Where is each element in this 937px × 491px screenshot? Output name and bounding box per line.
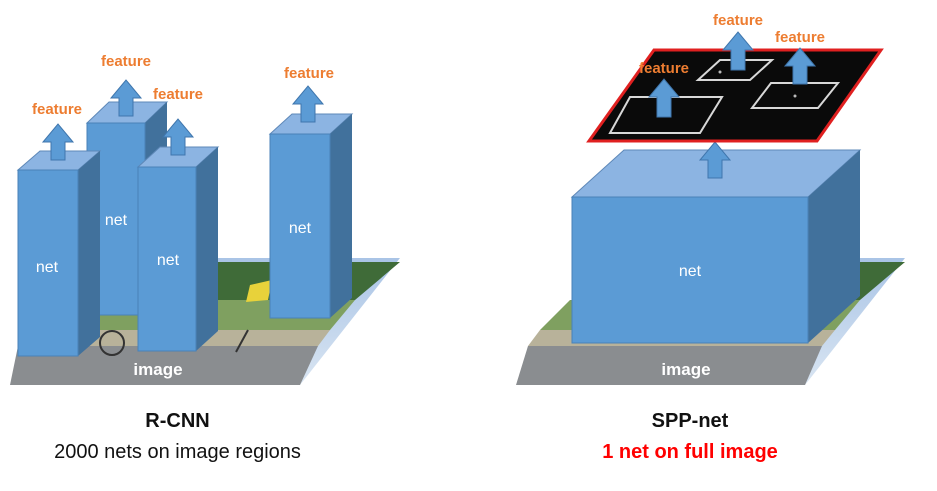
- rcnn-net-label-4: net: [289, 220, 312, 237]
- rcnn-net-box-4: net: [268, 113, 354, 319]
- rcnn-image-label: image: [133, 360, 182, 379]
- sppnet-feature-label-3: feature: [775, 29, 825, 46]
- rcnn-feature-label-4: feature: [284, 65, 334, 82]
- up-arrow-icon: [698, 141, 732, 179]
- sppnet-net-label: net: [679, 263, 702, 280]
- rcnn-net-label-2: net: [105, 212, 128, 229]
- sppnet-subtitle: 1 net on full image: [602, 441, 778, 463]
- sppnet-image-label: image: [661, 360, 710, 379]
- sppnet-feature-label-1: feature: [639, 60, 689, 77]
- rcnn-subtitle: 2000 nets on image regions: [54, 441, 301, 463]
- rcnn-net-box-3: net: [136, 146, 220, 352]
- up-arrow-icon: [109, 79, 143, 117]
- sppnet-feature-map: [586, 48, 884, 143]
- rcnn-feature-label-2: feature: [101, 53, 151, 70]
- rcnn-net-label-3: net: [157, 252, 180, 269]
- rcnn-title: R-CNN: [145, 410, 210, 432]
- sppnet-panel: image net feature feature feature: [516, 12, 905, 385]
- up-arrow-icon: [721, 31, 755, 71]
- rcnn-caption: R-CNN 2000 nets on image regions: [0, 410, 355, 464]
- sppnet-title: SPP-net: [651, 410, 729, 432]
- rcnn-net-label-1: net: [36, 259, 59, 276]
- rcnn-panel: image net net net net: [10, 53, 400, 385]
- rcnn-feature-label-3: feature: [153, 86, 203, 103]
- sppnet-feature-label-2: feature: [713, 12, 763, 29]
- up-arrow-icon: [41, 123, 75, 161]
- rcnn-net-box-1: net: [16, 150, 102, 357]
- sppnet-net-box: net: [570, 149, 862, 344]
- sppnet-caption: SPP-net 1 net on full image: [520, 410, 860, 464]
- up-arrow-icon: [647, 78, 681, 118]
- rcnn-feature-label-1: feature: [32, 101, 82, 118]
- up-arrow-icon: [783, 47, 817, 85]
- up-arrow-icon: [291, 85, 325, 123]
- up-arrow-icon: [161, 118, 195, 156]
